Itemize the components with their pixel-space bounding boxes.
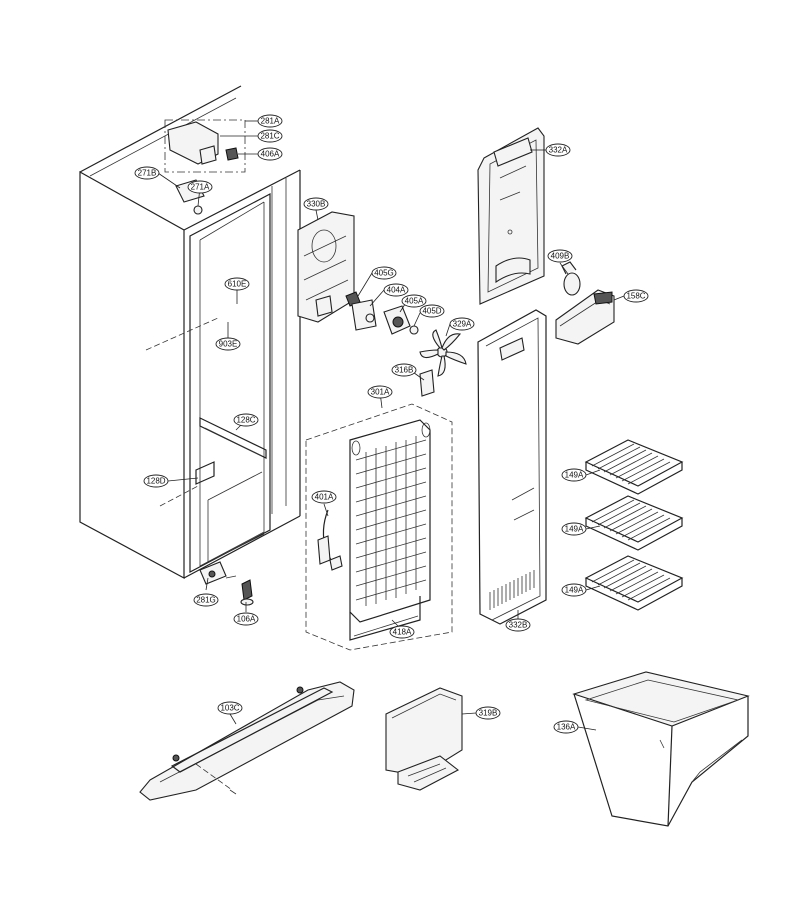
svg-text:332A: 332A [549, 146, 568, 155]
svg-text:401A: 401A [315, 493, 334, 502]
label-158C: 158C [623, 289, 649, 303]
wire-shelves [584, 439, 684, 611]
label-329A: 329A [449, 317, 475, 331]
svg-text:103C: 103C [220, 704, 239, 713]
label-281A: 281A [257, 114, 283, 128]
label-149A-2: 149A [561, 522, 587, 536]
label-405D: 405D [419, 304, 445, 318]
svg-text:406A: 406A [261, 150, 280, 159]
svg-text:149A: 149A [565, 471, 584, 480]
svg-text:319B: 319B [479, 709, 498, 718]
label-401A: 401A [311, 490, 337, 504]
label-405A: 405A [401, 294, 427, 308]
vent-grille [489, 570, 535, 610]
lamp-cover [555, 289, 615, 345]
svg-text:330B: 330B [307, 200, 326, 209]
svg-text:281A: 281A [261, 117, 280, 126]
svg-text:271B: 271B [138, 169, 157, 178]
svg-text:149A: 149A [565, 586, 584, 595]
svg-text:409B: 409B [551, 252, 570, 261]
label-405G: 405G [371, 266, 397, 280]
label-404A: 404A [383, 283, 409, 297]
rear-panel-332A [477, 127, 545, 305]
label-316B: 316B [391, 363, 417, 377]
svg-text:329A: 329A [453, 320, 472, 329]
svg-text:158C: 158C [626, 292, 645, 301]
label-610E: 610E [224, 277, 250, 291]
leader-lines [157, 120, 625, 731]
svg-text:301A: 301A [371, 388, 390, 397]
svg-text:405A: 405A [405, 297, 424, 306]
rear-panel-332B [477, 309, 547, 625]
label-128C: 128C [233, 413, 259, 427]
label-128D: 128D [143, 474, 169, 488]
svg-text:405G: 405G [374, 269, 394, 278]
label-149A-1: 149A [561, 468, 587, 482]
duct-cover-319B [385, 687, 463, 791]
label-903E: 903E [215, 337, 241, 351]
part-labels: 281A 281C 406A 271B 271A 610E 903E 128C … [134, 114, 649, 734]
label-330B: 330B [303, 197, 329, 211]
lamp-bulb [561, 261, 581, 296]
svg-text:404A: 404A [387, 286, 406, 295]
shelf-2 [584, 495, 684, 551]
label-149A-3: 149A [561, 583, 587, 597]
svg-text:610E: 610E [228, 280, 247, 289]
svg-text:405D: 405D [422, 307, 441, 316]
label-332A: 332A [545, 143, 571, 157]
label-281C: 281C [257, 129, 283, 143]
label-332B: 332B [505, 618, 531, 632]
svg-text:271A: 271A [191, 183, 210, 192]
svg-text:128D: 128D [146, 477, 165, 486]
svg-text:903E: 903E [219, 340, 238, 349]
svg-text:281C: 281C [260, 132, 279, 141]
shelf-1 [584, 439, 684, 495]
svg-text:332B: 332B [509, 621, 528, 630]
fan-shroud-330B [297, 211, 355, 323]
shelf-3 [584, 555, 684, 611]
label-319B: 319B [475, 706, 501, 720]
label-281G: 281G [193, 593, 219, 607]
cabinet [79, 85, 301, 580]
label-103C: 103C [217, 701, 243, 715]
svg-text:128C: 128C [236, 416, 255, 425]
evaporator-coils [351, 422, 431, 606]
label-136A: 136A [553, 720, 579, 734]
svg-text:136A: 136A [557, 723, 576, 732]
label-409B: 409B [547, 249, 573, 263]
svg-text:316B: 316B [395, 366, 414, 375]
crisper-bin-136A [572, 671, 750, 827]
fan-blade [419, 329, 467, 377]
svg-text:281G: 281G [196, 596, 216, 605]
front-cover-103C [139, 681, 355, 801]
evaporator-assembly [305, 403, 453, 651]
top-cover-assembly [164, 119, 246, 215]
svg-text:418A: 418A [393, 628, 412, 637]
svg-text:149A: 149A [565, 525, 584, 534]
svg-text:106A: 106A [237, 615, 256, 624]
hinge-and-leg [199, 561, 254, 606]
label-406A: 406A [257, 147, 283, 161]
label-271A: 271A [187, 180, 213, 194]
label-418A: 418A [389, 625, 415, 639]
label-271B: 271B [134, 166, 160, 180]
label-301A: 301A [367, 385, 393, 399]
label-106A: 106A [233, 612, 259, 626]
motor-parts [345, 291, 467, 397]
